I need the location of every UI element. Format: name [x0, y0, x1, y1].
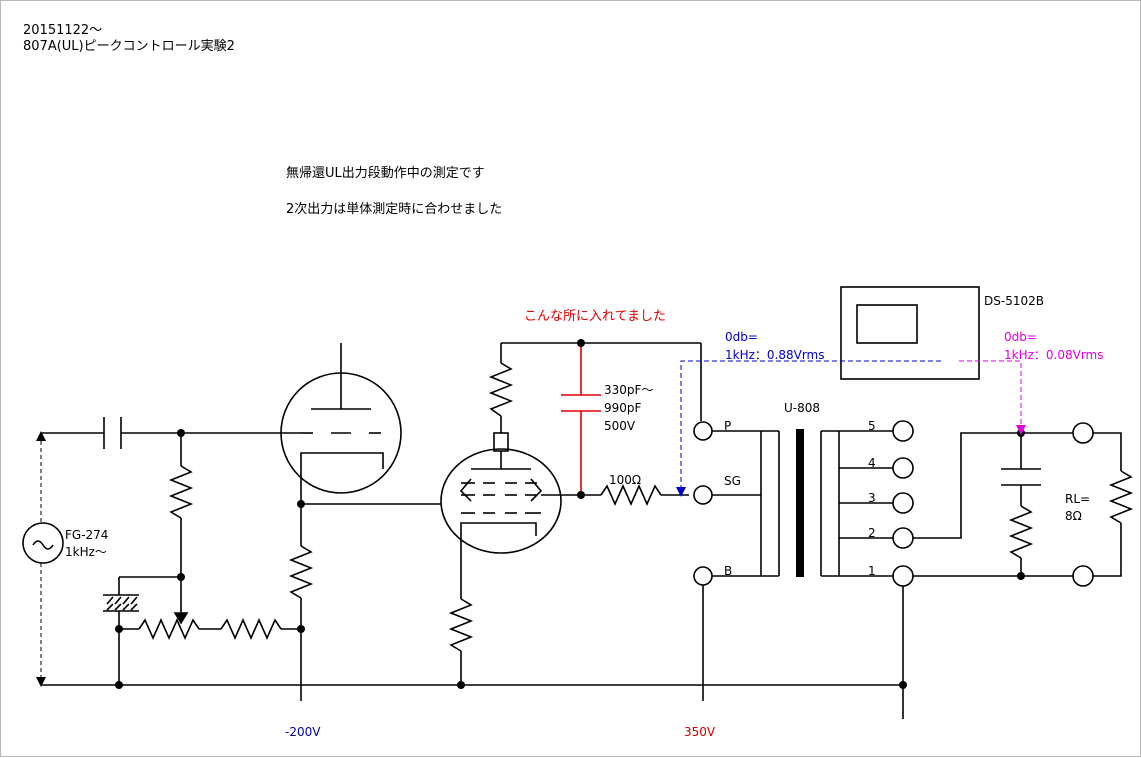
blue-meas-line-2: 1kHz：0.88Vrms [725, 348, 825, 362]
potentiometer [138, 618, 200, 640]
oscilloscope-body [840, 286, 980, 380]
junction-dot [297, 500, 305, 508]
transformer-label: U-808 [784, 401, 821, 415]
terminal-4-label: 4 [868, 456, 876, 470]
junction-dot [1017, 572, 1025, 580]
cap-value-1: 330pF～ [604, 383, 654, 397]
terminal-b [693, 566, 713, 586]
terminal-1-label: 1 [868, 564, 876, 578]
load-label-2: 8Ω [1065, 509, 1082, 523]
terminal-3 [892, 492, 914, 514]
signal-generator [22, 522, 64, 564]
beam-plate-right [530, 478, 543, 502]
cap-note: こんな所に入れてました [524, 309, 666, 324]
plate-load-resistor [488, 362, 514, 417]
cap-value-2: 990pF [604, 401, 642, 415]
junction-dot [577, 339, 585, 347]
magenta-probe-line [959, 360, 1022, 425]
load-resistor [1108, 470, 1134, 524]
supply-positive-label: 350V [684, 725, 716, 739]
magenta-probe-arrow [1016, 425, 1026, 435]
terminal-5-label: 5 [868, 419, 876, 433]
load-terminal-bottom [1072, 565, 1094, 587]
note-line-1: 無帰還UL出力段動作中の測定です [286, 166, 485, 181]
terminal-p-label: P [724, 419, 732, 433]
junction-dot [297, 625, 305, 633]
terminal-p [693, 421, 713, 441]
pot-wiper-arrow [173, 612, 189, 625]
terminal-3-label: 3 [868, 491, 876, 505]
terminal-b-label: B [724, 564, 733, 578]
terminal-sg [693, 485, 713, 505]
generator-label-2: 1kHz～ [65, 545, 107, 559]
grid-resistor [168, 465, 194, 519]
oscilloscope-screen [856, 304, 918, 344]
terminal-1 [892, 565, 914, 587]
junction-dot [177, 429, 185, 437]
triode-cathode [300, 452, 384, 469]
generator-label-1: FG-274 [65, 528, 109, 542]
blue-probe-line [680, 360, 941, 487]
beam-plate-left [459, 478, 472, 502]
series-resistor [220, 618, 282, 640]
terminal-4 [892, 457, 914, 479]
blue-meas-line-1: 0db= [725, 330, 758, 344]
triode-cathode-resistor [288, 545, 314, 599]
header-date: 20151122～ [23, 23, 103, 38]
magenta-meas-line-2: 1kHz：0.08Vrms [1004, 348, 1104, 362]
pentode-cathode-resistor [448, 598, 474, 652]
junction-dot [115, 681, 123, 689]
supply-negative-label: -200V [285, 725, 321, 739]
cap-value-3: 500V [604, 419, 636, 433]
pentode-tube [440, 448, 562, 554]
blue-probe-arrow [676, 487, 686, 497]
terminal-5 [892, 420, 914, 442]
terminal-2-label: 2 [868, 526, 876, 540]
junction-dot [577, 491, 585, 499]
load-label-1: RL= [1065, 492, 1091, 506]
junction-dot [457, 681, 465, 689]
resistor-100-label: 100Ω [609, 473, 642, 487]
junction-dot [115, 625, 123, 633]
transformer-core [796, 429, 804, 577]
scope-label: DS-5102B [984, 294, 1044, 308]
pentode-cathode [460, 522, 537, 541]
junction-dot [177, 573, 185, 581]
junction-dot [899, 681, 907, 689]
screen-resistor [600, 484, 662, 506]
terminal-2 [892, 527, 914, 549]
note-line-2: 2次出力は単体測定時に合わせました [286, 202, 503, 217]
magenta-meas-line-1: 0db= [1004, 330, 1037, 344]
load-terminal-top [1072, 422, 1094, 444]
output-resistor [1008, 505, 1034, 559]
terminal-sg-label: SG [724, 474, 741, 488]
header-title: 807A(UL)ピークコントロール実験2 [23, 39, 235, 54]
